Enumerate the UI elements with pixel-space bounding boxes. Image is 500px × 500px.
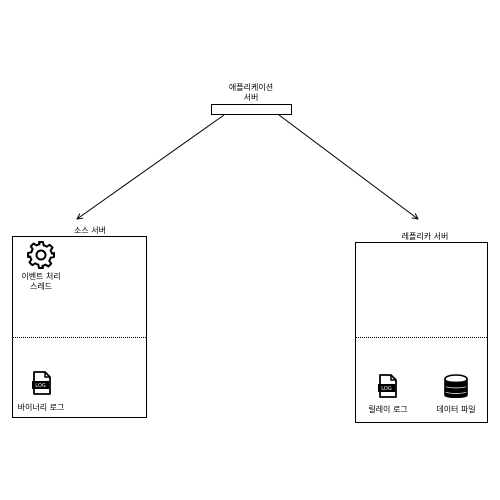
arrow-app-to-source bbox=[77, 114, 225, 219]
replica-server-divider bbox=[356, 337, 487, 338]
database-icon bbox=[444, 374, 468, 399]
event-thread-label-line2: 스레드 bbox=[29, 282, 53, 291]
data-file-label: 데이터 파일 bbox=[436, 405, 476, 414]
replica-server-label: 레플리카 서버 bbox=[401, 232, 449, 241]
event-thread-label-line1: 이벤트 처리 bbox=[21, 272, 61, 281]
binary-log-label: 바이너리 로그 bbox=[17, 403, 65, 412]
source-server-label: 소스 서버 bbox=[74, 226, 106, 235]
log-file-icon: LOG bbox=[378, 374, 397, 398]
source-server-divider bbox=[13, 337, 146, 338]
app-server-label: 애플리케이션 서버 bbox=[210, 83, 292, 103]
arrow-app-to-replica bbox=[278, 114, 418, 219]
relay-log-label: 릴레이 로그 bbox=[368, 405, 408, 414]
gear-icon bbox=[27, 241, 55, 269]
app-server-label-line2: 서버 bbox=[243, 93, 259, 102]
log-file-icon: LOG bbox=[32, 371, 51, 395]
binlog-badge-text: LOG bbox=[35, 383, 46, 389]
relay-log-badge-text: LOG bbox=[381, 386, 392, 392]
app-server-node[interactable] bbox=[211, 104, 292, 115]
event-thread-label: 이벤트 처리 스레드 bbox=[6, 272, 76, 292]
app-server-label-line1: 애플리케이션 bbox=[228, 83, 274, 92]
